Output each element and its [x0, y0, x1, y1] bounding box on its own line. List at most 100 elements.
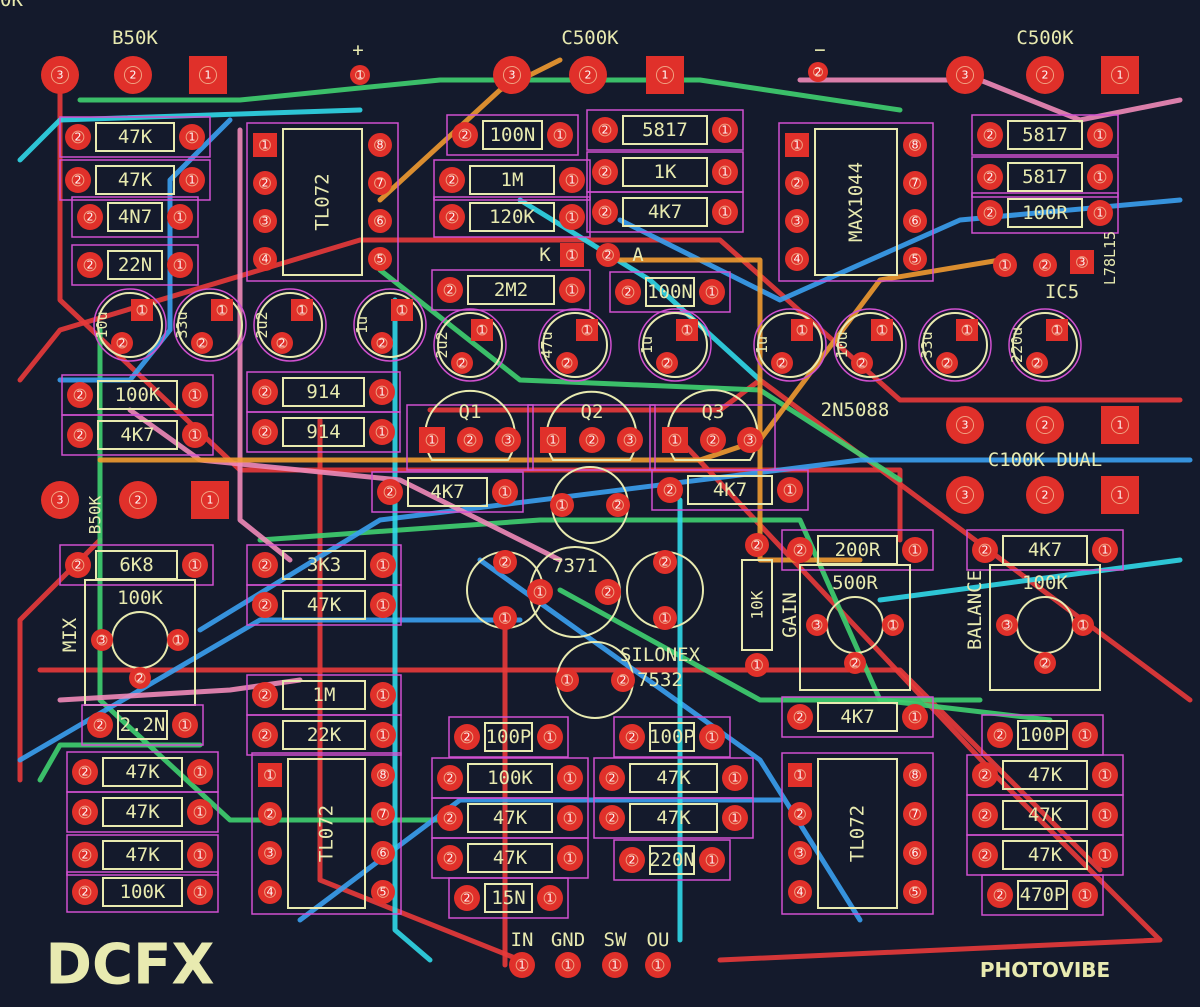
pad[interactable]: 1: [745, 653, 769, 677]
pad[interactable]: 2: [1026, 406, 1064, 444]
pad[interactable]: 1: [993, 253, 1017, 277]
pad[interactable]: 3: [617, 427, 643, 453]
pad[interactable]: 3: [996, 614, 1018, 636]
pad[interactable]: 2: [1033, 253, 1057, 277]
pad[interactable]: 1: [785, 133, 809, 157]
pad[interactable]: 2: [787, 704, 813, 730]
pad[interactable]: 1: [167, 252, 193, 278]
pad[interactable]: 1: [167, 204, 193, 230]
pad[interactable]: 2: [67, 382, 93, 408]
pad[interactable]: 2: [65, 124, 91, 150]
pad[interactable]: 1: [1087, 200, 1113, 226]
pad[interactable]: 1: [902, 704, 928, 730]
pad[interactable]: 2: [72, 799, 98, 825]
pad[interactable]: 1: [676, 319, 698, 341]
pad[interactable]: 2: [987, 882, 1013, 908]
pad[interactable]: 2: [72, 759, 98, 785]
pad[interactable]: 2: [615, 279, 641, 305]
pad[interactable]: 2: [788, 802, 812, 826]
pad[interactable]: 1: [699, 279, 725, 305]
pad[interactable]: 2: [592, 159, 618, 185]
pad[interactable]: 3: [946, 406, 984, 444]
pad[interactable]: 2: [771, 352, 793, 374]
pad[interactable]: 2: [972, 762, 998, 788]
pad[interactable]: 2: [972, 537, 998, 563]
pad[interactable]: 2: [977, 200, 1003, 226]
pad[interactable]: 1: [187, 799, 213, 825]
pad[interactable]: 2: [785, 171, 809, 195]
pad[interactable]: 1: [653, 606, 677, 630]
pad[interactable]: 1: [369, 419, 395, 445]
pad[interactable]: 2: [271, 332, 293, 354]
pad[interactable]: 2: [1034, 652, 1056, 674]
pad[interactable]: 1: [602, 952, 628, 978]
pad[interactable]: 2: [493, 550, 517, 574]
pad[interactable]: 2: [700, 427, 726, 453]
pad[interactable]: 3: [495, 427, 521, 453]
pad[interactable]: 5: [368, 247, 392, 271]
pad[interactable]: 2: [258, 802, 282, 826]
pad[interactable]: 6: [371, 841, 395, 865]
pad[interactable]: 2: [936, 352, 958, 374]
pad[interactable]: 2: [129, 667, 151, 689]
pad[interactable]: 2: [439, 167, 465, 193]
pad[interactable]: 2: [452, 122, 478, 148]
pad[interactable]: 2: [619, 847, 645, 873]
pad[interactable]: 1: [645, 952, 671, 978]
pad[interactable]: 2: [592, 117, 618, 143]
pad[interactable]: 1: [369, 379, 395, 405]
pad[interactable]: 3: [1070, 250, 1094, 274]
pad[interactable]: 1: [1072, 722, 1098, 748]
pad[interactable]: 1: [722, 805, 748, 831]
pad[interactable]: 2: [87, 712, 113, 738]
pad[interactable]: 1: [788, 763, 812, 787]
pad[interactable]: 1: [712, 199, 738, 225]
pad[interactable]: 8: [368, 133, 392, 157]
pad[interactable]: 2: [972, 842, 998, 868]
pad[interactable]: 2: [252, 722, 278, 748]
pad[interactable]: 2: [611, 668, 635, 692]
pad[interactable]: 1: [187, 842, 213, 868]
pad[interactable]: 1: [187, 759, 213, 785]
pad[interactable]: 3: [258, 841, 282, 865]
pad[interactable]: 1: [391, 299, 413, 321]
pad[interactable]: 2: [114, 56, 152, 94]
pad[interactable]: 1: [722, 765, 748, 791]
pad[interactable]: 1: [527, 579, 553, 605]
pad[interactable]: 2: [657, 477, 683, 503]
pad[interactable]: 2: [606, 493, 630, 517]
pad[interactable]: 1: [540, 427, 566, 453]
pad[interactable]: 2: [653, 550, 677, 574]
pad[interactable]: 3: [91, 629, 113, 651]
pad[interactable]: 1: [555, 668, 579, 692]
pad[interactable]: 2: [556, 352, 578, 374]
pad[interactable]: 2: [972, 802, 998, 828]
pad[interactable]: 1: [189, 56, 227, 94]
pad[interactable]: 7: [903, 171, 927, 195]
pad[interactable]: 2: [987, 722, 1013, 748]
pad[interactable]: 2: [595, 579, 621, 605]
pad[interactable]: 1: [179, 124, 205, 150]
pad[interactable]: 5: [371, 880, 395, 904]
pad[interactable]: 3: [253, 209, 277, 233]
pad[interactable]: 3: [785, 209, 809, 233]
pad[interactable]: 2: [111, 332, 133, 354]
pad[interactable]: 1: [167, 629, 189, 651]
pad[interactable]: 2: [65, 167, 91, 193]
pad[interactable]: 2: [72, 879, 98, 905]
pad[interactable]: 4: [258, 880, 282, 904]
pad[interactable]: 2: [65, 552, 91, 578]
pad[interactable]: 1: [1087, 122, 1113, 148]
pad[interactable]: 2: [252, 682, 278, 708]
pad[interactable]: 1: [370, 552, 396, 578]
pad[interactable]: 2: [1026, 56, 1064, 94]
pad[interactable]: 1: [471, 319, 493, 341]
pad[interactable]: 1: [191, 481, 229, 519]
pad[interactable]: 2: [437, 845, 463, 871]
pad[interactable]: 2: [745, 533, 769, 557]
pad[interactable]: 2: [599, 805, 625, 831]
pad[interactable]: 1: [956, 319, 978, 341]
pad[interactable]: 1: [559, 277, 585, 303]
pad[interactable]: 2: [851, 352, 873, 374]
pad[interactable]: 1: [557, 845, 583, 871]
